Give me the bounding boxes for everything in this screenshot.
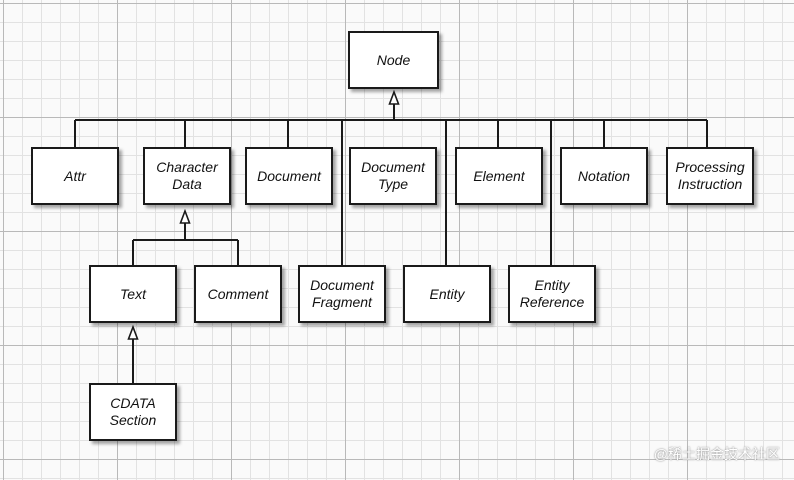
box-document: Document bbox=[245, 147, 333, 205]
box-entity: Entity bbox=[403, 265, 491, 323]
box-character-data: Character Data bbox=[143, 147, 231, 205]
inheritance-arrow-text bbox=[127, 324, 139, 340]
box-element: Element bbox=[455, 147, 543, 205]
box-cdata-section: CDATA Section bbox=[89, 383, 177, 441]
box-comment: Comment bbox=[194, 265, 282, 323]
box-attr: Attr bbox=[31, 147, 119, 205]
box-notation: Notation bbox=[560, 147, 648, 205]
box-document-fragment: Document Fragment bbox=[298, 265, 386, 323]
box-entity-reference: Entity Reference bbox=[508, 265, 596, 323]
box-processing-instruction: Processing Instruction bbox=[666, 147, 754, 205]
inheritance-arrow-character-data bbox=[179, 208, 191, 224]
box-node: Node bbox=[348, 31, 439, 89]
box-text: Text bbox=[89, 265, 177, 323]
watermark-text: @稀土掘金技术社区 bbox=[653, 446, 780, 462]
box-document-type: Document Type bbox=[349, 147, 437, 205]
inheritance-arrow-node bbox=[388, 89, 400, 105]
